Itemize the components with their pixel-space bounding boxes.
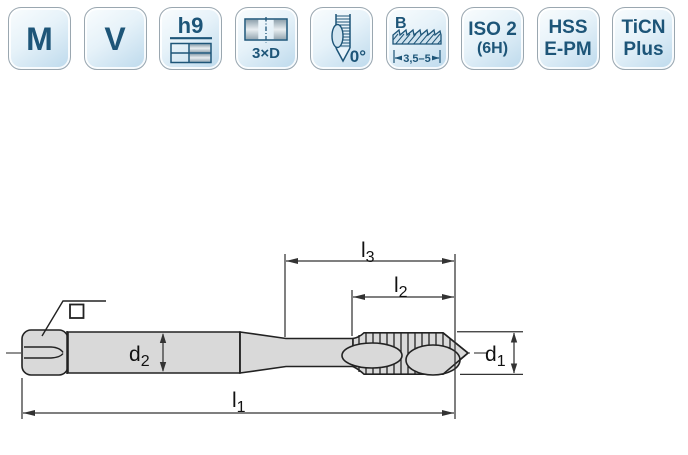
metric-thread-label: M [26,20,53,57]
badge-tool-material: HSS E-PM [536,7,600,70]
callout-leader-line [41,300,106,337]
extension-lines-d1 [457,331,523,376]
shank-tolerance-label: h9 [177,13,204,38]
thread-depth-label: 3×D [252,44,280,62]
label-l1: l1 [232,389,246,416]
square-drive-icon [69,303,85,319]
badge-thread-depth: 3×D [234,7,298,70]
label-d1: d1 [485,343,506,370]
badge-coating: TiCN Plus [612,7,675,70]
label-l2: l2 [394,274,408,301]
chamfer-range-label: 3,5–5 [403,53,431,65]
dimension-arrowheads [23,258,518,416]
square-drive-callout [41,300,106,337]
flute-oval-right [405,344,461,376]
coating-line2: Plus [623,38,664,60]
neck [239,331,354,374]
chamfer-icon: B 3,5–5 [392,15,442,65]
tolerance-line1: ISO 2 [468,18,517,40]
label-l3: l3 [361,239,375,266]
tap-point-icon [330,13,351,63]
square-drive-end [21,329,69,376]
v-profile-label: V [104,20,126,57]
icon-badges-row: M V h9 [8,7,675,70]
chamfer-letter: B [395,15,407,32]
material-line2: E-PM [544,38,592,60]
badge-spiral-point: 0° [310,7,373,70]
shank [67,331,241,374]
chamfer-hatch [393,33,441,44]
badge-chamfer-form: B 3,5–5 [385,7,449,70]
badge-v-profile: V [83,7,147,70]
badge-metric-thread: M [8,7,71,70]
material-line1: HSS [548,17,588,39]
chamfer-tip [442,332,470,375]
coating-line1: TiCN [621,17,666,39]
flute-oval-left [341,342,403,369]
badge-tolerance-class: ISO 2 (6H) [461,7,524,70]
rake-angle-label: 0° [349,47,366,66]
thread-depth-icon [244,16,288,43]
shank-schematic-icon [169,37,212,64]
badge-shank-tolerance: h9 [159,7,222,70]
tolerance-line2: (6H) [476,40,509,58]
label-d2: d2 [129,343,150,370]
technical-drawing: l3 l2 l1 d2 d1 [6,239,523,419]
